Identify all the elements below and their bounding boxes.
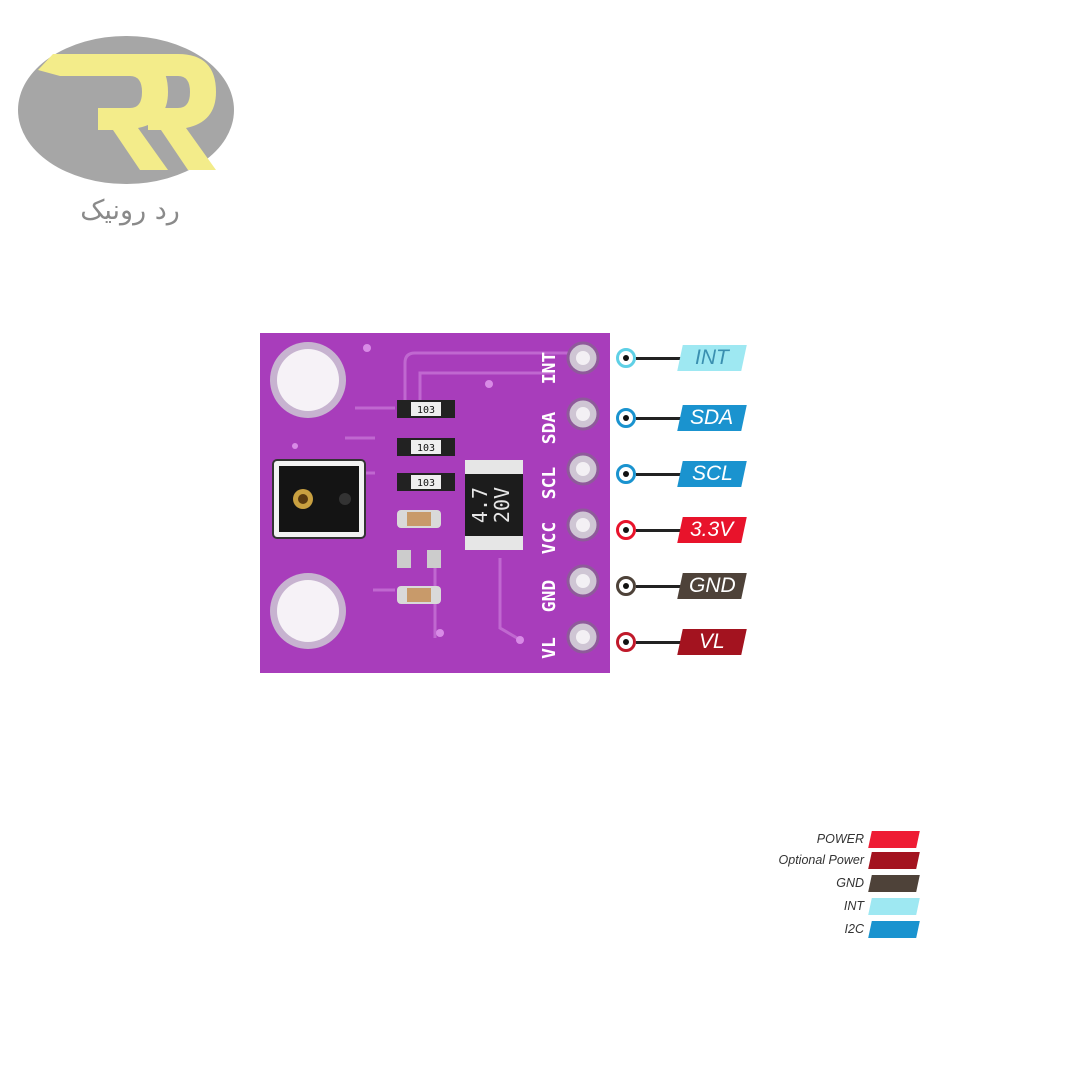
pin-label-sda: SDA bbox=[677, 405, 747, 431]
pin-label-int: INT bbox=[677, 345, 747, 371]
pin-label-text: SCL bbox=[691, 462, 733, 485]
pin-marker bbox=[616, 520, 636, 540]
pin-label-text: INT bbox=[695, 346, 729, 369]
mount-hole bbox=[277, 349, 339, 411]
pin-label-text: 3.3V bbox=[690, 518, 734, 541]
pin-marker bbox=[616, 464, 636, 484]
header-pad-hole bbox=[576, 518, 590, 532]
resistor-code: 103 bbox=[417, 478, 435, 489]
pin-label-vl: VL bbox=[677, 629, 747, 655]
small-capacitors bbox=[397, 510, 441, 604]
silkscreen-pin-label: VL bbox=[539, 637, 560, 659]
pin-leader-line bbox=[636, 585, 686, 588]
legend-label: POWER bbox=[816, 832, 864, 846]
mount-hole bbox=[277, 580, 339, 642]
header-pads bbox=[566, 341, 600, 654]
legend-swatch bbox=[868, 921, 920, 938]
logo-letters bbox=[38, 54, 216, 170]
capacitor-voltage: 20V bbox=[490, 487, 514, 523]
silkscreen-pin-label: GND bbox=[539, 580, 560, 613]
resistors bbox=[397, 400, 455, 491]
vias bbox=[292, 344, 524, 644]
pin-marker bbox=[616, 576, 636, 596]
legend-swatch bbox=[868, 831, 920, 848]
pin-leader-line bbox=[636, 641, 686, 644]
resistor-code: 103 bbox=[417, 405, 435, 416]
pin-label-text: GND bbox=[688, 574, 736, 597]
pin-label-3-3v: 3.3V bbox=[677, 517, 747, 543]
resistor-code: 103 bbox=[417, 443, 435, 454]
logo-name: رد رونیک bbox=[80, 195, 180, 226]
pin-label-text: VL bbox=[699, 630, 725, 653]
silkscreen-pin-label: SDA bbox=[539, 412, 560, 445]
tantalum-capacitor bbox=[465, 460, 523, 550]
silkscreen-pin-label: INT bbox=[539, 352, 560, 385]
legend-swatch bbox=[868, 898, 920, 915]
header-pad-hole bbox=[576, 630, 590, 644]
pin-leader-line bbox=[636, 357, 686, 360]
sensor-board: 103 103 103 4.7 20V VL GND VCC SCL SDA INT bbox=[260, 333, 610, 673]
legend-label: Optional Power bbox=[778, 853, 864, 867]
legend-label: GND bbox=[836, 876, 864, 890]
pin-leader-line bbox=[636, 473, 686, 476]
pin-leader-line bbox=[636, 417, 686, 420]
header-pad-hole bbox=[576, 574, 590, 588]
pin-label-scl: SCL bbox=[677, 461, 747, 487]
silkscreen-pin-label: VCC bbox=[539, 522, 560, 555]
header-pad-hole bbox=[576, 407, 590, 421]
silkscreen-labels: VL GND VCC SCL SDA INT bbox=[539, 352, 560, 659]
header-pad-hole bbox=[576, 462, 590, 476]
pin-label-text: SDA bbox=[690, 406, 734, 429]
legend-label: I2C bbox=[844, 922, 864, 936]
pin-marker bbox=[616, 348, 636, 368]
pin-marker bbox=[616, 408, 636, 428]
legend-swatch bbox=[868, 875, 920, 892]
pin-leader-line bbox=[636, 529, 686, 532]
header-pad-hole bbox=[576, 351, 590, 365]
legend-label: INT bbox=[843, 899, 864, 913]
capacitor-value: 4.7 bbox=[468, 487, 492, 523]
brand-logo bbox=[18, 36, 234, 184]
pin-marker bbox=[616, 632, 636, 652]
pin-label-gnd: GND bbox=[677, 573, 747, 599]
silkscreen-pin-label: SCL bbox=[539, 467, 560, 500]
legend-swatch bbox=[868, 852, 920, 869]
